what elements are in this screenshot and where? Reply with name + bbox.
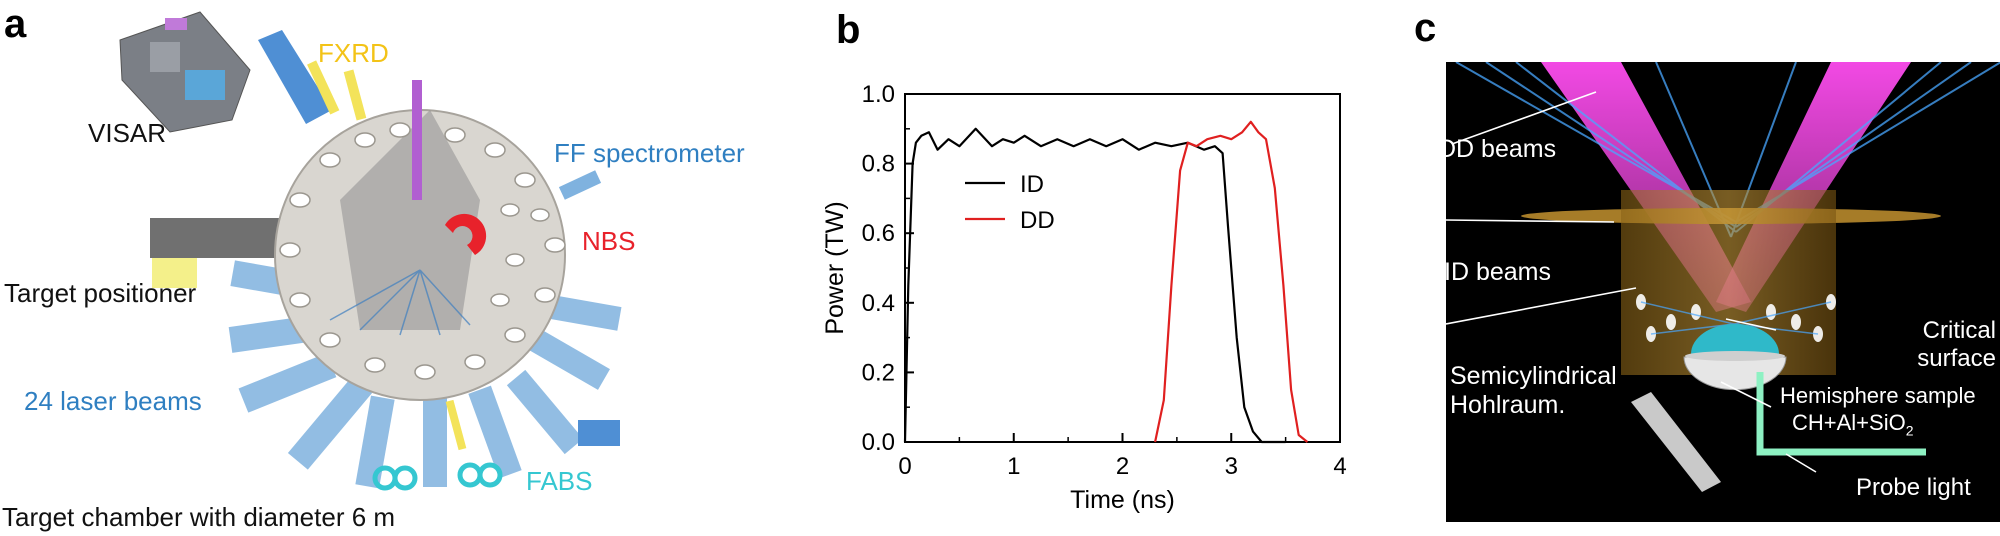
ff-spectrometer: [558, 170, 602, 200]
small-box: [578, 420, 620, 446]
label-semi-line1: Semicylindrical: [1450, 362, 1617, 390]
legend-label-id: ID: [1020, 171, 1044, 198]
series-line-dd: [1154, 120, 1309, 443]
label-visar: VISAR: [88, 118, 167, 148]
label-ff-spectrometer: FF spectrometer: [554, 138, 745, 168]
chart-legend: ID DD: [965, 171, 1055, 234]
y-tick-label: 0.8: [862, 151, 895, 178]
x-tick-label: 1: [1007, 453, 1020, 480]
y-tick-label: 1.0: [862, 81, 895, 108]
plot-frame: [904, 93, 1341, 443]
legend-label-dd: DD: [1020, 207, 1055, 234]
label-semi-line2: Hohlraum.: [1450, 391, 1566, 419]
label-critical-line2: surface: [1917, 345, 1996, 372]
label-id-beams: ID beams: [1444, 258, 1551, 286]
composition-main: CH+Al+SiO: [1792, 410, 1906, 435]
y-axis-label: Power (TW): [821, 201, 849, 334]
target-chamber-sphere: [274, 80, 566, 401]
pointer-lines: [1446, 91, 1817, 473]
label-target-positioner: Target positioner: [4, 278, 197, 308]
composition-subscript: 2: [1905, 422, 1914, 439]
label-hemisphere-sample: Hemisphere sample: [1780, 383, 1976, 408]
x-tick-label: 0: [898, 453, 911, 480]
probe-light: [1631, 372, 1926, 492]
y-tick-label: 0.4: [862, 290, 895, 317]
fabs-device: [372, 462, 503, 491]
series-line-id: [903, 127, 1286, 444]
yellow-detector: [445, 399, 467, 451]
x-tick-label: 2: [1116, 453, 1129, 480]
label-critical-line1: Critical: [1922, 317, 1996, 344]
label-fabs: FABS: [526, 466, 593, 496]
label-composition: CH+Al+SiO2: [1792, 410, 1914, 438]
label-target-chamber: Target chamber with diameter 6 m: [2, 502, 396, 532]
visar-machine: [119, 11, 251, 133]
label-dd-beams: DD beams: [1438, 135, 1557, 163]
x-axis-label: Time (ns): [1070, 486, 1175, 514]
panel-label-b: b: [836, 8, 861, 52]
hohlraum-illustration: [1446, 62, 2000, 522]
label-critical-surface: Critical surface: [1894, 317, 1996, 373]
label-nbs: NBS: [582, 226, 636, 256]
label-laser-beams: 24 laser beams: [24, 386, 202, 416]
x-tick-label: 3: [1225, 453, 1238, 480]
fxrd-tube: [258, 30, 367, 124]
panel-label-a: a: [4, 2, 27, 46]
label-probe-light: Probe light: [1856, 474, 1971, 501]
chamber-illustration: [119, 11, 622, 491]
x-tick-label: 4: [1333, 453, 1346, 480]
y-tick-label: 0.0: [862, 429, 895, 456]
panel-c: c: [1380, 0, 2000, 536]
target-positioner: [150, 218, 290, 288]
y-tick-label: 0.2: [862, 359, 895, 386]
label-semicylindrical-hohlraum: Semicylindrical Hohlraum.: [1450, 362, 1617, 420]
label-fxrd: FXRD: [318, 38, 389, 68]
panel-label-c: c: [1414, 6, 1437, 50]
y-tick-label: 0.6: [862, 220, 895, 247]
panel-a: a: [0, 0, 820, 536]
